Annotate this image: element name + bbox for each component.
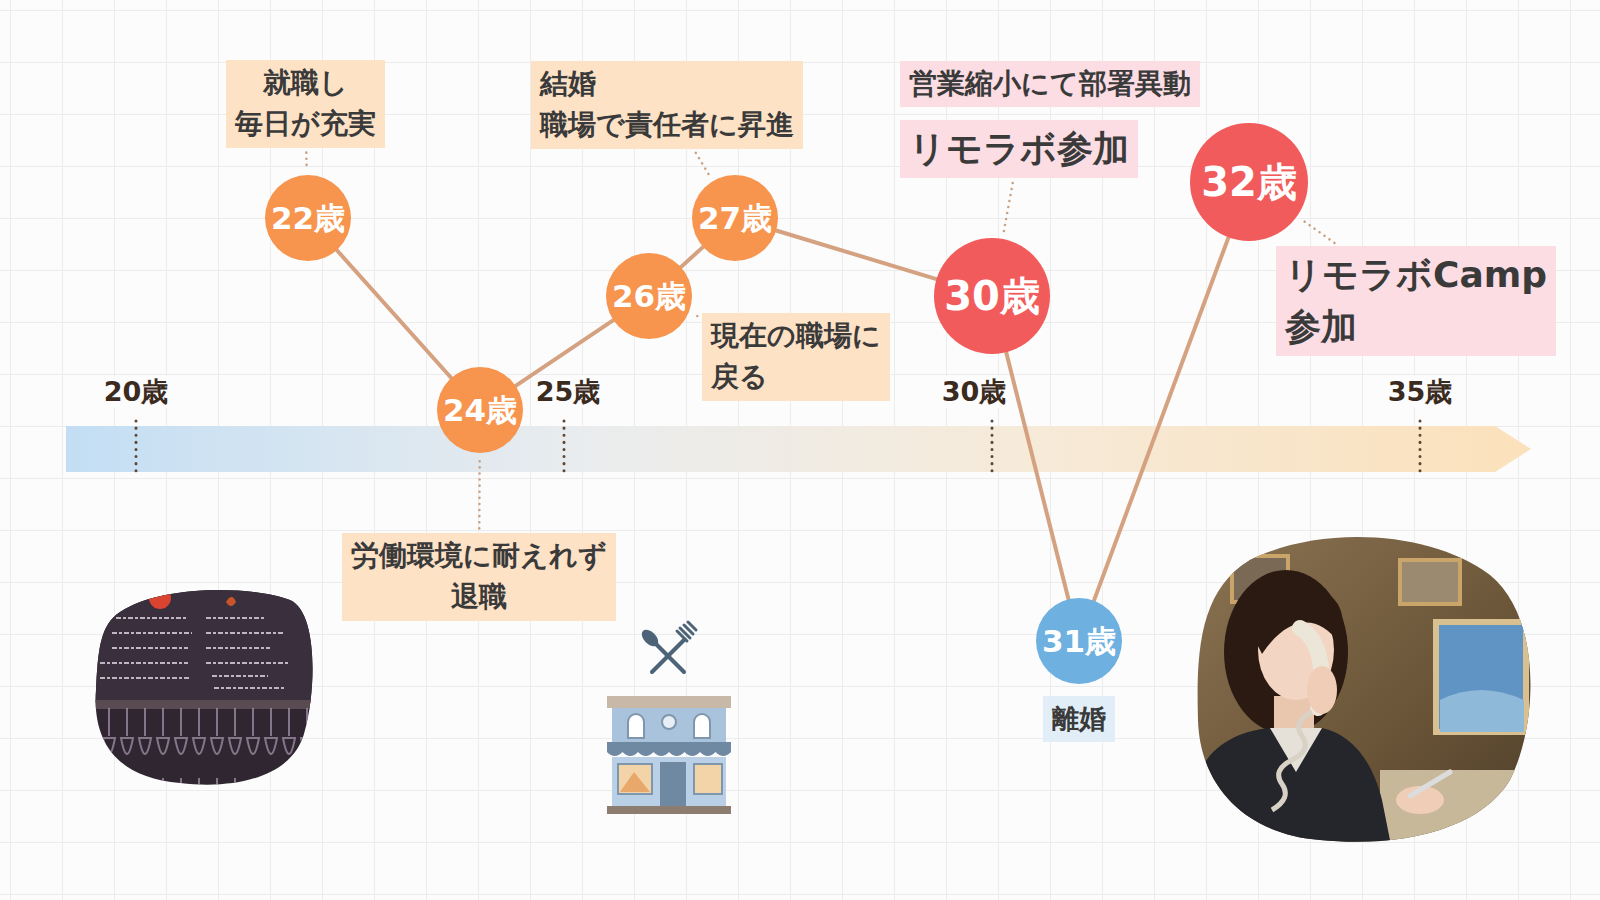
event-text: 労働環境に耐えれず 退職 — [351, 536, 607, 617]
photo-content — [1180, 556, 1540, 850]
age-circle: 22歳 — [265, 175, 351, 261]
upper-facade — [612, 708, 726, 742]
emblem — [662, 715, 676, 729]
age-text: 26歳 — [612, 279, 686, 313]
photo-content — [90, 584, 320, 788]
age-text: 31歳 — [1042, 624, 1116, 658]
age-tick-label: 20歳 — [101, 376, 172, 408]
life-line — [1006, 352, 1068, 599]
age-circle: 26歳 — [606, 253, 692, 339]
event-callout: 結婚 職場で責任者に昇進 — [531, 61, 803, 148]
shop-window — [618, 764, 652, 794]
fork — [652, 640, 684, 672]
leader-line — [693, 314, 697, 316]
leaf — [150, 584, 170, 590]
circle-fill — [934, 238, 1050, 354]
age-circle: 24歳 — [437, 367, 523, 453]
chalk-writing — [100, 618, 288, 688]
leader-line — [1003, 183, 1012, 234]
restaurant-icon — [607, 622, 731, 814]
base — [607, 806, 731, 814]
event-callout: 就職し 毎日が充実 — [226, 60, 385, 147]
axis-ticks — [136, 421, 1420, 472]
leader-line — [478, 458, 481, 528]
table — [1380, 770, 1540, 850]
event-text: リモラボ参加 — [909, 123, 1129, 175]
door — [660, 762, 686, 808]
life-line — [337, 250, 452, 378]
glasses — [90, 708, 320, 788]
life-line — [681, 247, 703, 267]
event-text: 現在の職場に 戻る — [711, 316, 881, 397]
pepper — [226, 597, 236, 606]
board — [90, 585, 320, 703]
life-line — [1094, 237, 1229, 600]
cutlery — [639, 622, 696, 672]
age-circle: 31歳 — [1036, 598, 1122, 684]
age-axis-band — [66, 426, 1531, 472]
wall-frame — [1400, 560, 1460, 604]
event-callout: リモラボCamp 参加 — [1276, 246, 1556, 356]
circle-fill — [265, 175, 351, 261]
hand — [1307, 666, 1337, 714]
age-tick-label: 25歳 — [533, 376, 604, 408]
event-text: リモラボCamp 参加 — [1285, 249, 1547, 353]
fork-prongs — [677, 622, 696, 641]
leader-line — [1301, 219, 1334, 243]
age-text: 24歳 — [443, 393, 517, 427]
age-text: 30歳 — [944, 274, 1040, 318]
age-circle: 27歳 — [692, 175, 778, 261]
age-circle: 30歳 — [934, 238, 1050, 354]
age-text: 22歳 — [271, 201, 345, 235]
event-callout: 現在の職場に 戻る — [702, 313, 890, 400]
circle-fill — [437, 367, 523, 453]
chalkboard-photo — [90, 584, 320, 788]
tomato — [149, 587, 171, 609]
event-callout: リモラボ参加 — [900, 120, 1138, 178]
age-text: 27歳 — [698, 201, 772, 235]
phone-cord — [1272, 712, 1312, 810]
arched-windows — [628, 714, 710, 738]
event-text: 営業縮小にて部署異動 — [909, 64, 1191, 105]
leader-line — [305, 153, 308, 170]
event-text: 就職し 毎日が充実 — [235, 63, 376, 144]
circle-fill — [1036, 598, 1122, 684]
age-tick-label: 35歳 — [1385, 376, 1456, 408]
event-callout: 離婚 — [1043, 696, 1115, 741]
cornice — [607, 696, 731, 708]
collar — [1270, 728, 1322, 772]
life-line — [776, 230, 936, 279]
age-tick-label: 30歳 — [939, 376, 1010, 408]
awning — [607, 742, 731, 756]
pen — [1410, 772, 1450, 796]
woman-photo — [1180, 537, 1540, 850]
circle-fill — [606, 253, 692, 339]
age-text: 32歳 — [1201, 160, 1297, 204]
lower-facade — [612, 757, 726, 808]
event-callout: 労働環境に耐えれず 退職 — [342, 533, 616, 620]
circle-fill — [1190, 123, 1308, 241]
circle-fill — [692, 175, 778, 261]
shop-window — [694, 764, 722, 794]
leader-line — [696, 153, 710, 177]
age-circle: 32歳 — [1190, 123, 1308, 241]
window-display — [620, 772, 650, 792]
event-text: 結婚 職場で責任者に昇進 — [540, 64, 794, 145]
shelf — [90, 700, 320, 709]
event-callout: 営業縮小にて部署異動 — [900, 61, 1200, 108]
spoon-head — [639, 627, 662, 650]
painting — [1436, 622, 1526, 732]
painting-sea — [1440, 690, 1524, 732]
event-text: 離婚 — [1052, 699, 1106, 738]
